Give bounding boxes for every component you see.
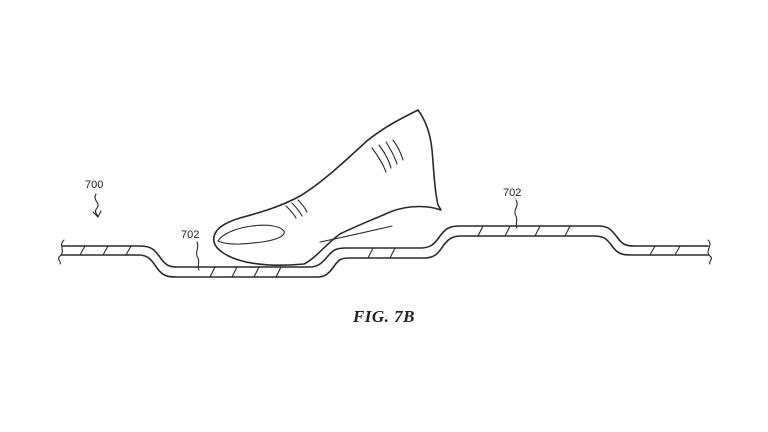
knuckle-crease-1 (285, 205, 297, 219)
deformable-surface (58, 225, 712, 278)
hatch-marks (79, 225, 681, 278)
arrow-700-head (92, 210, 102, 218)
figure-caption: FIG. 7B (352, 307, 415, 326)
joint-crease-3 (385, 141, 398, 165)
left-break-line (58, 239, 65, 265)
leader-702-left (196, 241, 200, 271)
finger-drawing (212, 109, 442, 267)
arrow-700-leader (94, 193, 99, 217)
knuckle-crease-2 (291, 202, 303, 217)
finger-outline (212, 109, 442, 267)
joint-crease-1 (371, 147, 387, 173)
surface-bottom-line (61, 235, 709, 278)
label-702-right: 702 (503, 187, 521, 199)
fingernail (217, 224, 285, 245)
leader-702-right (514, 199, 518, 229)
right-break-line (707, 239, 712, 265)
joint-crease-2 (378, 144, 392, 169)
finger-side-line (319, 225, 393, 243)
label-702-left: 702 (181, 229, 199, 241)
label-700: 700 (85, 179, 103, 191)
knuckle-crease-3 (297, 199, 308, 213)
surface-top-line (61, 225, 709, 268)
joint-crease-4 (392, 139, 404, 161)
